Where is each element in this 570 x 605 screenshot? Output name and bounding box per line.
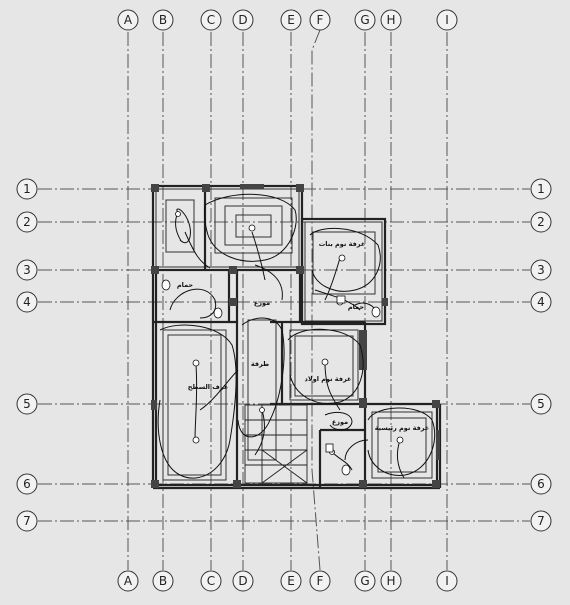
column-label: D [238, 13, 247, 27]
row-bubbles-left: 1 2 3 4 5 6 7 [16, 178, 38, 532]
room-labels: حمام غرفة نوم بنات حمام موزع غرف السطح ط… [177, 240, 429, 432]
row-label: 5 [23, 397, 31, 411]
column-label: C [207, 13, 215, 27]
column-label: C [207, 574, 215, 588]
row-label: 3 [23, 263, 31, 277]
row-label: 6 [23, 477, 31, 491]
column-label: I [445, 574, 449, 588]
column-label: A [124, 574, 133, 588]
row-label: 2 [23, 215, 31, 229]
column-label: B [159, 13, 167, 27]
column-label: B [159, 574, 167, 588]
row-label: 6 [537, 477, 545, 491]
column-bubbles-top: A B C D E F G H I [117, 9, 458, 31]
row-label: 7 [537, 514, 545, 528]
light-fixture-icon [259, 407, 265, 413]
toilet-icon [213, 307, 223, 319]
row-label: 2 [537, 215, 545, 229]
column-label: H [386, 574, 395, 588]
row-label: 3 [537, 263, 545, 277]
toilet-icon [371, 306, 381, 318]
room-label-corridor: طرقة [251, 360, 269, 368]
column-label: D [238, 574, 247, 588]
column-label: F [317, 574, 324, 588]
structural-columns [151, 184, 440, 488]
sink-icon [325, 443, 334, 453]
staircase [244, 404, 308, 484]
false-ceilings [162, 197, 433, 481]
light-fixture-icon [175, 211, 181, 217]
column-label: I [445, 13, 449, 27]
light-fixture-icon [192, 359, 200, 367]
row-label: 4 [23, 295, 31, 309]
column-label: A [124, 13, 133, 27]
column-label: E [287, 574, 295, 588]
column-label: G [360, 13, 369, 27]
room-label-bedroom-girls: غرفة نوم بنات [319, 240, 366, 248]
row-label: 7 [23, 514, 31, 528]
grid-line-F [311, 29, 321, 571]
row-label: 4 [537, 295, 545, 309]
column-label: E [287, 13, 295, 27]
light-fixture-icon [248, 224, 256, 232]
sink-icon [336, 295, 346, 304]
room-label-bedroom-kids: غرفة نوم اولاد [305, 375, 352, 383]
walls [151, 184, 442, 490]
light-fixture-icon [338, 254, 346, 262]
column-label: F [317, 13, 324, 27]
row-label: 1 [537, 182, 545, 196]
light-fixtures [161, 211, 404, 476]
room-label-roof-room: غرف السطح [188, 383, 229, 391]
toilet-icon [341, 464, 351, 476]
toilet-icon [161, 279, 171, 291]
light-fixture-icon [192, 436, 200, 444]
light-fixture-icon [396, 436, 404, 444]
room-label-bathroom-1: حمام [177, 281, 194, 289]
room-label-hall-1: موزع [254, 299, 270, 307]
room-label-hall-2: موزع [332, 418, 348, 426]
column-label: H [386, 13, 395, 27]
row-label: 5 [537, 397, 545, 411]
room-label-bathroom-2: حمام [348, 303, 365, 311]
room-label-bedroom-master: غرفة نوم رئيسية [375, 424, 430, 432]
row-bubbles-right: 1 2 3 4 5 6 7 [530, 178, 552, 532]
column-bubbles-bottom: A B C D E F G H I [117, 570, 458, 592]
column-label: G [360, 574, 369, 588]
light-fixture-icon [321, 358, 329, 366]
row-label: 1 [23, 182, 31, 196]
